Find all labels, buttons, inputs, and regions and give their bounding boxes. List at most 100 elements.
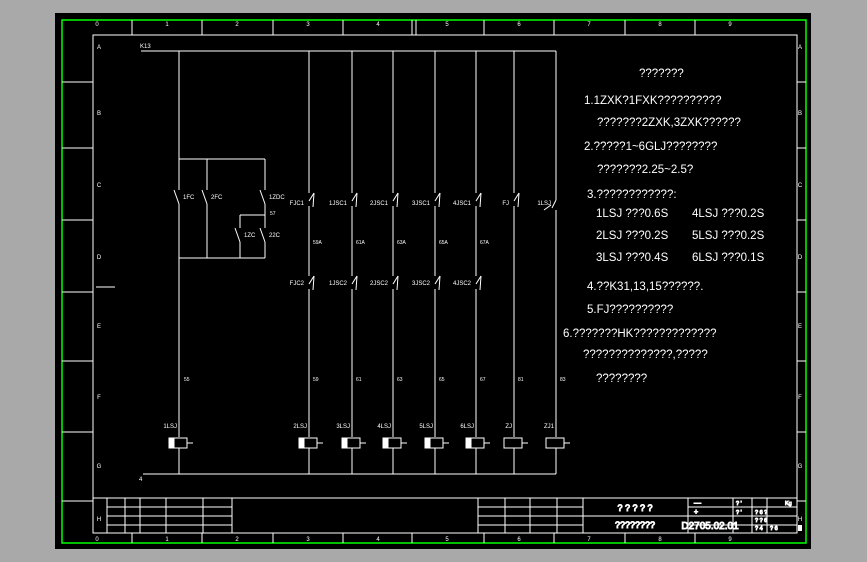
note-line: 4.??K31,13,15??????. bbox=[587, 281, 703, 293]
contact-blade bbox=[392, 192, 399, 202]
row-label: G bbox=[97, 464, 102, 470]
contact-blade bbox=[312, 275, 315, 291]
column-label: 6 bbox=[517, 22, 521, 28]
column-label: 4 bbox=[376, 22, 380, 28]
wire-number: 65 bbox=[439, 377, 445, 383]
bus-label: K13 bbox=[140, 44, 151, 50]
row-label: H bbox=[97, 517, 101, 523]
tb-mark: — bbox=[694, 500, 701, 507]
note-line: ??????? bbox=[639, 68, 684, 80]
row-label: H bbox=[798, 517, 802, 523]
column-label: 9 bbox=[728, 22, 732, 28]
coil-label: 5LSJ bbox=[419, 424, 433, 430]
contact-blade bbox=[479, 192, 482, 208]
column-label: 0 bbox=[95, 537, 99, 543]
wire-number: 83 bbox=[560, 377, 566, 383]
contact-label: FJ bbox=[502, 201, 509, 207]
contact-blade bbox=[201, 189, 208, 205]
row-label: F bbox=[97, 395, 101, 401]
contact-blade bbox=[392, 275, 399, 285]
contact-blade bbox=[438, 192, 441, 208]
contact-label: 1ZC bbox=[244, 233, 256, 239]
column-label: 5 bbox=[445, 22, 449, 28]
sheet-marker bbox=[798, 525, 802, 531]
title-block: ? ? ? ? ?????????D2705.02.01—+? '? '? 6 … bbox=[93, 497, 802, 533]
tb-mark: + bbox=[694, 509, 698, 516]
coil-marker bbox=[341, 437, 348, 449]
contact-blade bbox=[355, 275, 358, 291]
contact-blade bbox=[173, 189, 180, 205]
column-label: 3 bbox=[306, 22, 310, 28]
wire-number: 67 bbox=[480, 377, 486, 383]
bus-label: 4 bbox=[139, 477, 143, 483]
row-label: B bbox=[798, 111, 802, 117]
tb-cell: ? 6 bbox=[770, 526, 778, 532]
note-line: 5LSJ ???0.2S bbox=[692, 230, 765, 242]
contact-blade bbox=[434, 275, 441, 285]
row-label: A bbox=[97, 45, 101, 51]
note-line: 2LSJ ???0.2S bbox=[596, 230, 669, 242]
drawing-background bbox=[55, 13, 811, 549]
coil-label: 6LSJ bbox=[460, 424, 474, 430]
row-label: G bbox=[798, 464, 803, 470]
coil-marker bbox=[424, 437, 431, 449]
contact-blade bbox=[396, 192, 399, 208]
contact-label: 3JSC1 bbox=[412, 201, 431, 207]
contact-label: 1LSJ bbox=[537, 201, 551, 207]
node-label: 57 bbox=[270, 211, 276, 217]
contact-blade bbox=[259, 189, 266, 205]
contact-label: 2FC bbox=[211, 195, 223, 201]
contact-label: 22C bbox=[269, 233, 281, 239]
note-line: ???????? bbox=[596, 373, 647, 385]
column-label: 2 bbox=[235, 537, 239, 543]
wire-number: 67A bbox=[480, 240, 490, 246]
note-line: 3.????????????: bbox=[587, 189, 677, 201]
column-label: 8 bbox=[658, 537, 662, 543]
contact-blade bbox=[517, 192, 520, 208]
row-label: C bbox=[97, 183, 102, 189]
coil-marker bbox=[465, 437, 472, 449]
coil-label: ZJ bbox=[505, 424, 512, 430]
contact-label: 1JSC2 bbox=[329, 281, 348, 287]
drawing-title: ? ? ? ? ? bbox=[617, 503, 652, 513]
row-label: D bbox=[798, 255, 803, 261]
contact-blade bbox=[351, 275, 358, 285]
contact-blade bbox=[355, 192, 358, 208]
row-label: B bbox=[97, 111, 101, 117]
row-label: F bbox=[798, 395, 802, 401]
contact-blade bbox=[434, 192, 441, 202]
coil-marker bbox=[382, 437, 389, 449]
contact-blade bbox=[543, 204, 552, 211]
drawing-subtitle: ???????? bbox=[615, 520, 655, 530]
contact-blade bbox=[475, 192, 482, 202]
column-label: 7 bbox=[587, 537, 591, 543]
column-label: 2 bbox=[235, 22, 239, 28]
column-label: 6 bbox=[517, 537, 521, 543]
note-line: 1.1ZXK?1FXK?????????? bbox=[584, 95, 721, 107]
contact-label: 1JSC1 bbox=[329, 201, 348, 207]
row-label: C bbox=[798, 183, 803, 189]
note-line: 6LSJ ???0.1S bbox=[692, 252, 765, 264]
row-label: D bbox=[97, 255, 102, 261]
tb-cell: ? ' bbox=[736, 510, 742, 516]
tb-cell: ? ' bbox=[736, 501, 742, 507]
contact-blade bbox=[312, 192, 315, 208]
coil-marker bbox=[298, 437, 305, 449]
coil-label: ZJ1 bbox=[544, 424, 555, 430]
contact-blade bbox=[475, 275, 482, 285]
contact-label: 4JSC1 bbox=[453, 201, 472, 207]
column-label: 5 bbox=[445, 537, 449, 543]
note-line: ???????2.25~2.5? bbox=[597, 164, 693, 176]
tb-cell: ? 4 bbox=[755, 526, 763, 532]
tb-cell: ? ? 6 bbox=[755, 518, 767, 524]
column-label: 7 bbox=[587, 22, 591, 28]
contact-blade bbox=[551, 199, 557, 209]
contact-label: 1FC bbox=[183, 195, 195, 201]
wire-number: 81 bbox=[518, 377, 524, 383]
contact-blade bbox=[351, 192, 358, 202]
coil-marker bbox=[168, 437, 175, 449]
note-line: ??????????????,????? bbox=[583, 349, 708, 361]
